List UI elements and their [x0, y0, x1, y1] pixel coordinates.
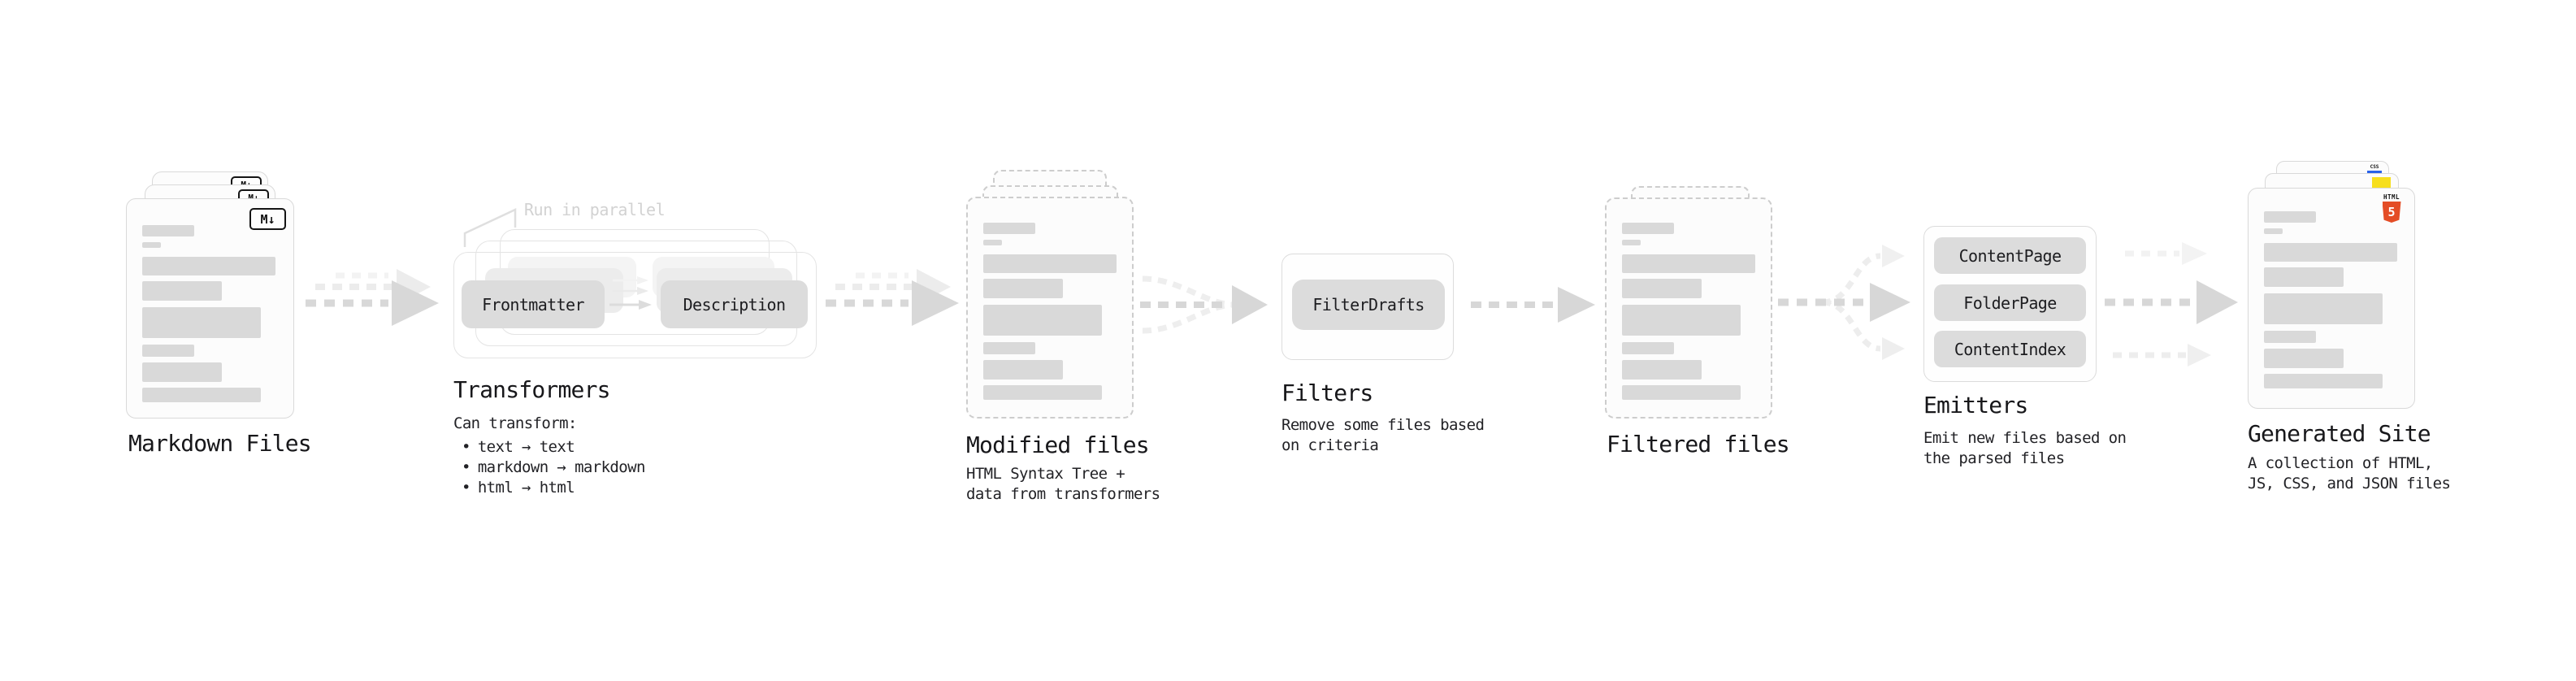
skeleton-line [1622, 342, 1674, 354]
transformers-label: Transformers [453, 376, 611, 403]
skeleton-line [1622, 223, 1674, 234]
emitters-description: Emit new files based on the parsed files [1923, 429, 2127, 467]
filterdrafts-pill: FilterDrafts [1292, 280, 1445, 330]
site-file-card-html: HTML 5 [2248, 188, 2415, 409]
css-icon-text: CSS [2370, 164, 2379, 170]
js-icon [2372, 177, 2391, 189]
modified-file-card-front [966, 197, 1134, 419]
folderpage-pill: FolderPage [1934, 284, 2086, 321]
skeleton-line [983, 342, 1035, 354]
contentindex-pill: ContentIndex [1934, 331, 2086, 367]
skeleton-line [142, 242, 161, 248]
skeleton-line [142, 307, 261, 338]
generated-site-label: Generated Site [2248, 420, 2431, 447]
skeleton-line [983, 223, 1035, 234]
skeleton-line [2264, 349, 2344, 368]
document-placeholder-lines [2264, 211, 2397, 388]
skeleton-line [983, 305, 1102, 336]
bullet-text: text → text [477, 437, 575, 456]
run-in-parallel-callout-line [463, 208, 517, 247]
transformers-description-title: Can transform: [453, 414, 577, 432]
css-icon: CSS [2367, 164, 2382, 174]
skeleton-line [2264, 228, 2283, 234]
contentpage-pill: ContentPage [1934, 237, 2086, 274]
skeleton-line [2264, 211, 2316, 223]
skeleton-line [983, 279, 1063, 298]
bullet-item: • text → text [453, 436, 645, 457]
html5-icon-shield: 5 [2382, 202, 2401, 223]
skeleton-line [142, 345, 194, 357]
markdown-icon: M↓ [249, 208, 286, 230]
arrow-transformers-to-modified [826, 269, 959, 326]
bullet-item: • markdown → markdown [453, 457, 645, 477]
skeleton-line [1622, 279, 1702, 298]
skeleton-line [983, 254, 1117, 273]
filters-description: Remove some files based on criteria [1281, 416, 1485, 454]
skeleton-line [983, 385, 1102, 400]
frontmatter-pill: Frontmatter [462, 280, 605, 328]
transformers-bullet-list: • text → text • markdown → markdown • html … [453, 436, 645, 497]
skeleton-line [983, 240, 1002, 245]
skeleton-line [142, 257, 275, 275]
run-in-parallel-label: Run in parallel [524, 200, 666, 219]
modified-files-description: HTML Syntax Tree + data from transformer… [966, 465, 1160, 503]
skeleton-line [1622, 305, 1741, 336]
skeleton-line [2264, 293, 2383, 324]
skeleton-line [1622, 240, 1641, 245]
document-placeholder-lines [142, 225, 275, 402]
modified-files-label: Modified files [966, 432, 1150, 458]
skeleton-line [2264, 374, 2383, 388]
emitters-label: Emitters [1923, 392, 2028, 419]
skeleton-line [2264, 267, 2344, 287]
filters-label: Filters [1281, 380, 1373, 406]
arrow-frontmatter-to-description [609, 276, 652, 310]
bullet-dot: • [462, 458, 471, 476]
bullet-dot: • [462, 478, 471, 497]
bullet-text: html → html [477, 478, 575, 497]
html5-icon-text: HTML [2383, 193, 2400, 201]
bullet-item: • html → html [453, 477, 645, 497]
document-placeholder-lines [983, 223, 1117, 400]
skeleton-line [2264, 331, 2316, 343]
markdown-files-label: Markdown Files [128, 430, 312, 457]
css-icon-bar [2367, 171, 2382, 174]
skeleton-line [2264, 243, 2397, 262]
filtered-file-card-front [1605, 197, 1772, 419]
arrow-filters-to-filtered [1471, 287, 1595, 323]
description-pill: Description [661, 280, 808, 328]
skeleton-line [983, 360, 1063, 380]
bullet-dot: • [462, 437, 471, 456]
transformers-box-front [453, 252, 817, 358]
arrow-emitters-to-site [2105, 242, 2238, 367]
skeleton-line [142, 281, 222, 301]
html5-icon: HTML 5 [2382, 194, 2401, 223]
arrow-filtered-to-emitters [1778, 245, 1910, 360]
markdown-file-card-front: M↓ [126, 198, 294, 419]
skeleton-line [1622, 360, 1702, 380]
skeleton-line [142, 388, 261, 402]
document-placeholder-lines [1622, 223, 1755, 400]
skeleton-line [1622, 385, 1741, 400]
skeleton-line [1622, 254, 1755, 273]
arrow-modified-to-filters [1140, 275, 1268, 334]
arrow-markdown-to-transformers [306, 269, 439, 326]
skeleton-line [142, 225, 194, 236]
bullet-text: markdown → markdown [477, 458, 646, 476]
filtered-files-label: Filtered files [1607, 431, 1790, 458]
skeleton-line [142, 362, 222, 382]
generated-site-description: A collection of HTML, JS, CSS, and JSON … [2248, 454, 2451, 492]
